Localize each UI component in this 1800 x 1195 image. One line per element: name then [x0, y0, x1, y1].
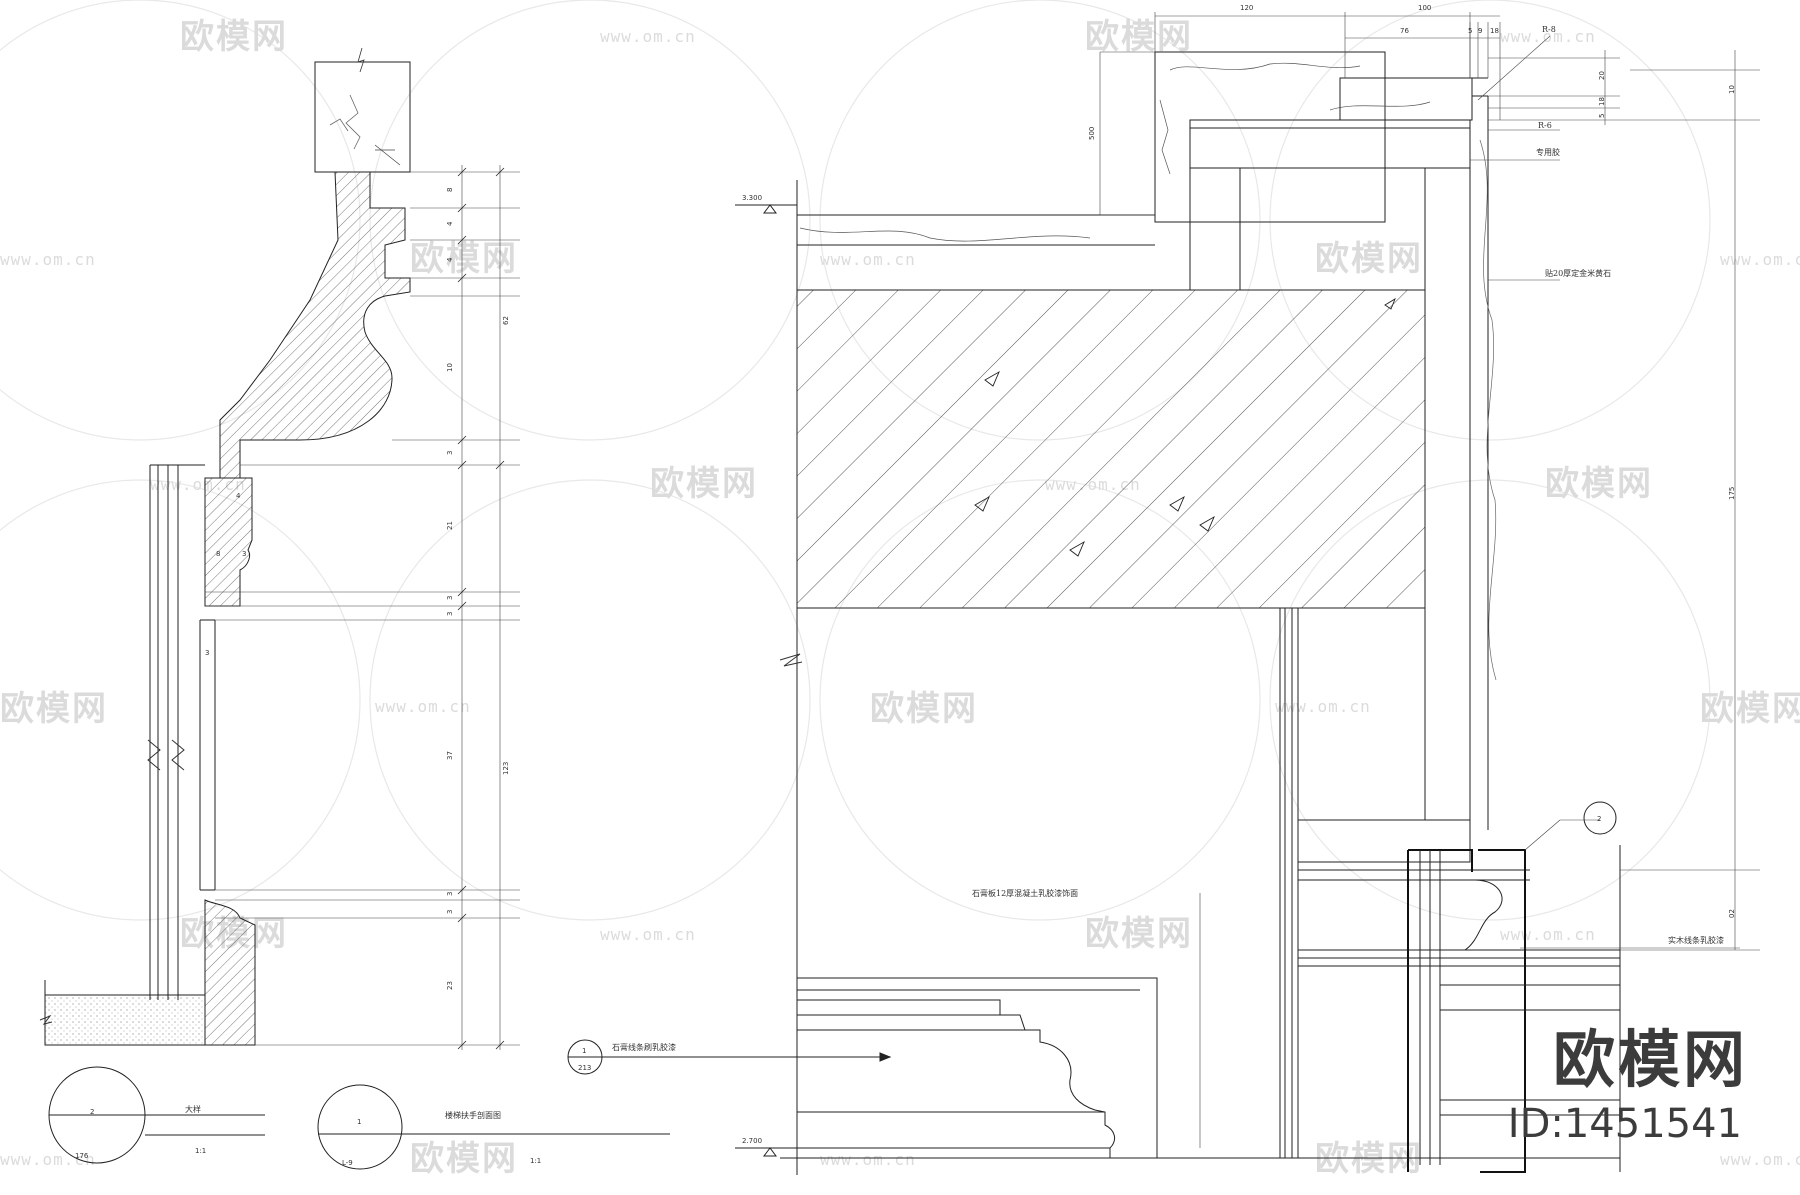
watermark-brand: 欧模网 — [410, 239, 518, 279]
watermark-url: www.om.cn — [0, 250, 96, 269]
upper-wall — [1154, 51, 1386, 223]
watermark-brand: 欧模网 — [1085, 914, 1193, 954]
model-id-label: ID:1451541 — [1507, 1101, 1742, 1147]
dim-small: 8 — [216, 550, 220, 558]
dim-right-total: 10 — [1728, 85, 1736, 94]
watermark-brand: 欧模网 — [870, 689, 978, 729]
note-glue: 专用胶 — [1536, 147, 1560, 157]
watermark-url: www.om.cn — [600, 27, 696, 46]
callout-scale: 1:1 — [195, 1147, 206, 1155]
dim-side: 18 — [1598, 97, 1606, 106]
callout-number: 1 — [357, 1118, 361, 1126]
dim-500: 500 — [1088, 127, 1096, 140]
floor-slab — [44, 994, 206, 1046]
dim-small: 3 — [205, 649, 209, 657]
dim-top: 5 — [1468, 27, 1472, 35]
dim-small: 4 — [236, 492, 241, 500]
base-moulding — [204, 899, 256, 1046]
callout-number: 1 — [582, 1047, 586, 1055]
watermark-brand: 欧模网 — [1315, 1139, 1423, 1179]
detail-callout-2 — [48, 1066, 265, 1164]
dim-side: 5 — [1598, 114, 1606, 118]
watermark-brand: 欧模网 — [410, 1139, 518, 1179]
dim-label: 4 — [446, 257, 454, 262]
watermark-brand: 欧模网 — [1700, 689, 1800, 729]
watermark-url: www.om.cn — [820, 250, 916, 269]
watermark-brand: 欧模网 — [180, 17, 288, 57]
callout-number: 2 — [90, 1108, 94, 1116]
note-r8: R-8 — [1542, 25, 1556, 34]
dim-total: 123 — [502, 762, 510, 775]
dim-label: 3 — [446, 910, 454, 914]
dim-label: 8 — [446, 188, 454, 192]
dim-right-total: 02 — [1728, 909, 1736, 918]
dim-total: 62 — [502, 316, 510, 325]
cornice-moulding — [797, 999, 1116, 1158]
handrail-profile — [219, 171, 411, 479]
watermark-brand: 欧模网 — [1085, 17, 1193, 57]
dim-label: 4 — [446, 221, 454, 226]
dim-top: 76 — [1400, 27, 1409, 35]
note-wall: 石膏板12厚混凝土乳胶漆饰面 — [972, 888, 1078, 898]
callout-number: 2 — [1597, 815, 1601, 823]
watermark-url: www.om.cn — [1275, 697, 1371, 716]
dim-label: 3 — [446, 892, 454, 896]
callout-sheet: 213 — [578, 1064, 591, 1072]
note-callout: 石膏线条刷乳胶漆 — [612, 1042, 676, 1052]
dim-top: 9 — [1478, 27, 1482, 35]
dim-label: 3 — [446, 451, 454, 455]
watermark-url: www.om.cn — [1500, 27, 1596, 46]
detail-callout-1 — [317, 1084, 670, 1170]
left-dimension-labels: 8 4 4 10 3 21 3 3 37 3 3 23 62 123 4 8 3… — [205, 188, 510, 990]
watermark-url: www.om.cn — [0, 1150, 96, 1169]
elevation-label: 2.700 — [742, 1137, 762, 1145]
dim-label: 21 — [446, 521, 454, 530]
watermark-url: www.om.cn — [1720, 1150, 1800, 1169]
watermark-url: www.om.cn — [375, 697, 471, 716]
watermark-brand: 欧模网 — [1545, 464, 1653, 504]
callout-scale: 1:1 — [530, 1157, 541, 1165]
elevation-label: 3.300 — [742, 194, 762, 202]
note-wood: 实木线条乳胶漆 — [1668, 935, 1724, 945]
callout-sheet: L-9 — [342, 1159, 353, 1167]
callout-title: 楼梯扶手剖面图 — [445, 1110, 501, 1120]
dim-ticks — [457, 167, 505, 1050]
right-section-detail — [567, 12, 1760, 1175]
watermark-url: www.om.cn — [1500, 925, 1596, 944]
concrete-beam — [796, 289, 1426, 609]
dim-label: 10 — [446, 363, 454, 372]
watermark-brand: 欧模网 — [1315, 239, 1423, 279]
dim-side: 20 — [1598, 71, 1606, 80]
watermark-brand: 欧模网 — [0, 689, 108, 729]
dim-label: 3 — [446, 612, 454, 616]
left-section-detail — [39, 47, 520, 1050]
watermark-brand: 欧模网 — [650, 464, 758, 504]
brand-watermark: 欧模网 — [1552, 1023, 1748, 1096]
watermark-url: www.om.cn — [1720, 250, 1800, 269]
dim-small: 3 — [242, 550, 246, 558]
lower-moulding — [204, 477, 253, 607]
dim-top: 120 — [1240, 4, 1253, 12]
dim-label: 37 — [446, 751, 454, 760]
watermark-url: www.om.cn — [600, 925, 696, 944]
dim-top: 100 — [1418, 4, 1431, 12]
cap-stone — [1339, 77, 1473, 121]
note-stone: 贴20厚定金米黄石 — [1545, 268, 1611, 278]
dim-right-total: 175 — [1728, 487, 1736, 500]
dim-label: 3 — [446, 596, 454, 600]
callout-title: 大样 — [185, 1104, 201, 1114]
dim-label: 23 — [446, 981, 454, 990]
watermark-url: www.om.cn — [820, 1150, 916, 1169]
right-dimension-labels: 120 100 76 5 9 18 20 18 5 500 10 175 02 … — [578, 4, 1736, 1145]
callout-sheet: 176 — [75, 1152, 89, 1160]
note-r6: R-6 — [1538, 121, 1552, 130]
dim-top: 18 — [1490, 27, 1499, 35]
